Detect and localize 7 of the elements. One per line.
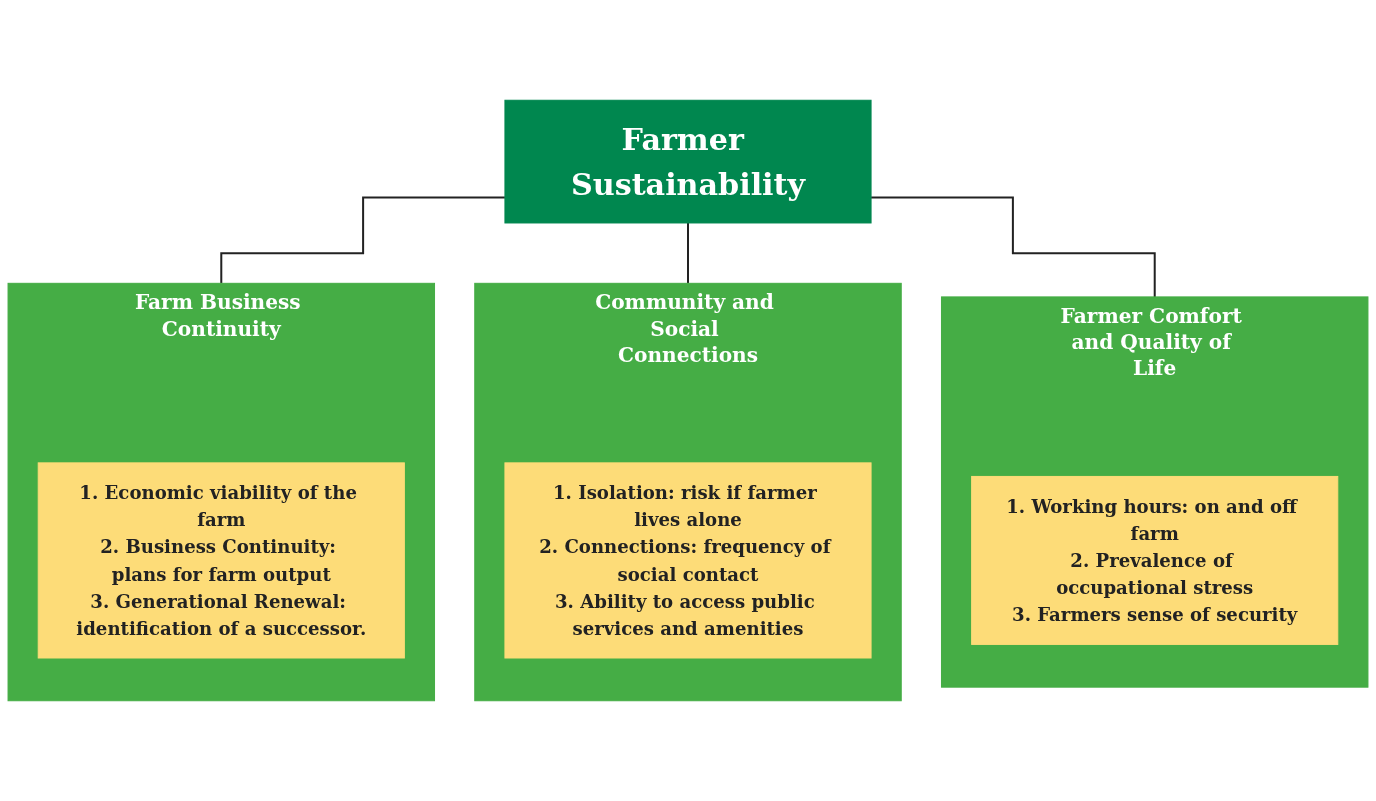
connector (220, 196, 505, 285)
node-box: Farmer Sustainability (504, 99, 872, 224)
connector (871, 196, 1156, 298)
node-box: 1. Economic viability of the farm 2. Business Continuity: plans for farm output 3. Generational Renewal: identification of a successor. (37, 462, 405, 659)
node-box: 1. Working hours: on and off farm 2. Prevalence of occupational stress 3. Farmers sense of security (971, 475, 1339, 645)
node-box: 1. Isolation: risk if farmer lives alone 2. Connections: frequency of social contact 3. Ability to access public services and amenities (504, 462, 872, 659)
connector (687, 221, 689, 285)
